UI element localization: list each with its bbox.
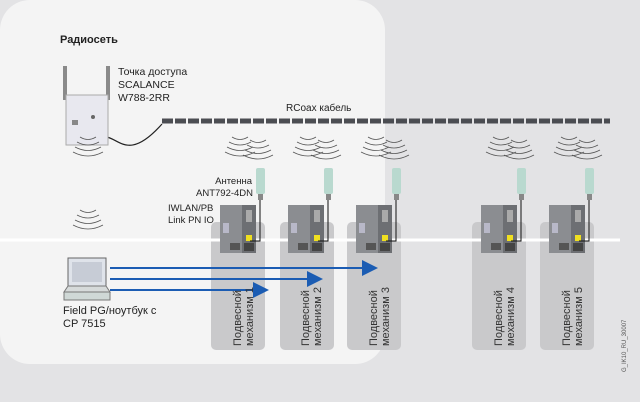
label-line1: Подвесной	[561, 290, 573, 346]
laptop-label: Field PG/ноутбук с CP 7515	[63, 305, 156, 331]
label-line2: механизм 4	[505, 287, 517, 346]
link-label-line1: IWLAN/PB	[168, 203, 214, 214]
ap-label-line2: SCALANCE	[118, 79, 175, 91]
label-line1: Подвесной	[232, 290, 244, 346]
iwlan-pb-link-device-2	[288, 205, 324, 253]
label-line2: механизм 1	[244, 287, 256, 346]
antenna-5	[585, 168, 594, 200]
antenna-1	[256, 168, 265, 200]
ap-label-line1: Точка доступа	[118, 66, 188, 78]
zone-title: Радиосеть	[60, 34, 118, 46]
iwlan-pb-link-device-4	[481, 205, 517, 253]
laptop-wireless-icon	[72, 209, 104, 230]
ap-label-line3: W788-2RR	[118, 92, 170, 104]
iwlan-pb-link-device-1	[220, 205, 256, 253]
label-line1: Подвесной	[368, 290, 380, 346]
label-line2: механизм 2	[312, 287, 324, 346]
label-line1: Подвесной	[493, 290, 505, 346]
access-point-device	[63, 66, 110, 146]
label-line1: Подвесной	[300, 290, 312, 346]
iwlan-pb-link-device-5	[549, 205, 585, 253]
laptop-label-line2: CP 7515	[63, 318, 106, 330]
laptop-icon	[63, 257, 111, 301]
ap-cable	[106, 123, 163, 146]
antenna-cable-2	[318, 200, 329, 242]
watermark: G_IK10_RU_30007	[622, 319, 628, 372]
antenna-2	[324, 168, 333, 200]
antenna-4	[517, 168, 526, 200]
access-point-label: Точка доступа SCALANCE W788-2RR	[118, 66, 187, 105]
cable-label: RCoax кабель	[286, 103, 352, 114]
label-line2: механизм 5	[573, 287, 585, 346]
link-label: IWLAN/PB Link PN IO	[168, 203, 214, 227]
antenna-cable-3	[386, 200, 397, 242]
antenna-cable-4	[511, 200, 522, 242]
antenna-label-line1: Антенна	[215, 176, 252, 187]
antenna-cable-5	[579, 200, 590, 242]
antenna-label-line2: ANT792-4DN	[196, 188, 254, 199]
label-line2: механизм 3	[380, 287, 392, 346]
antenna-3	[392, 168, 401, 200]
link-label-line2: Link PN IO	[168, 215, 214, 226]
laptop-label-line1: Field PG/ноутбук с	[63, 305, 157, 317]
antenna-label: Антенна ANT792-4DN	[196, 176, 254, 200]
iwlan-pb-link-device-3	[356, 205, 392, 253]
antenna-cable-1	[250, 200, 261, 242]
